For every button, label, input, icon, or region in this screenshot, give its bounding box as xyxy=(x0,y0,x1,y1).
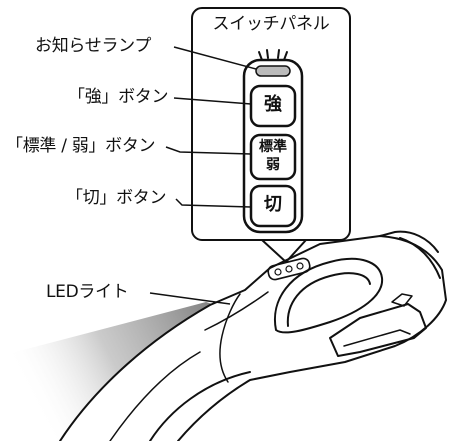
standard-button-glyph: 標準 xyxy=(259,139,287,155)
lamp-label: お知らせランプ xyxy=(35,36,152,56)
switch-panel-title: スイッチパネル xyxy=(212,14,330,34)
strong-button-label: 「強」ボタン xyxy=(68,87,169,107)
weak-button-glyph: 弱 xyxy=(266,157,280,173)
standard-weak-button[interactable] xyxy=(249,133,297,181)
off-leader xyxy=(175,198,252,208)
standard-weak-leader xyxy=(165,146,252,155)
off-button[interactable] xyxy=(249,184,297,228)
led-leader xyxy=(149,292,231,305)
leader-lines xyxy=(149,46,257,305)
led-light-label: LEDライト xyxy=(46,282,129,302)
strong-button[interactable] xyxy=(249,84,297,128)
off-button-glyph: 切 xyxy=(264,194,282,215)
notification-lamp xyxy=(255,49,291,77)
strong-leader xyxy=(173,97,252,105)
off-button-label: 「切」ボタン xyxy=(66,188,167,208)
strong-button-glyph: 強 xyxy=(264,94,282,115)
handheld-vacuum-illustration xyxy=(59,230,447,442)
standard-weak-button-label: 「標準 / 弱」ボタン xyxy=(6,136,156,156)
lamp-leader xyxy=(173,46,257,70)
button-column-frame xyxy=(242,58,304,234)
